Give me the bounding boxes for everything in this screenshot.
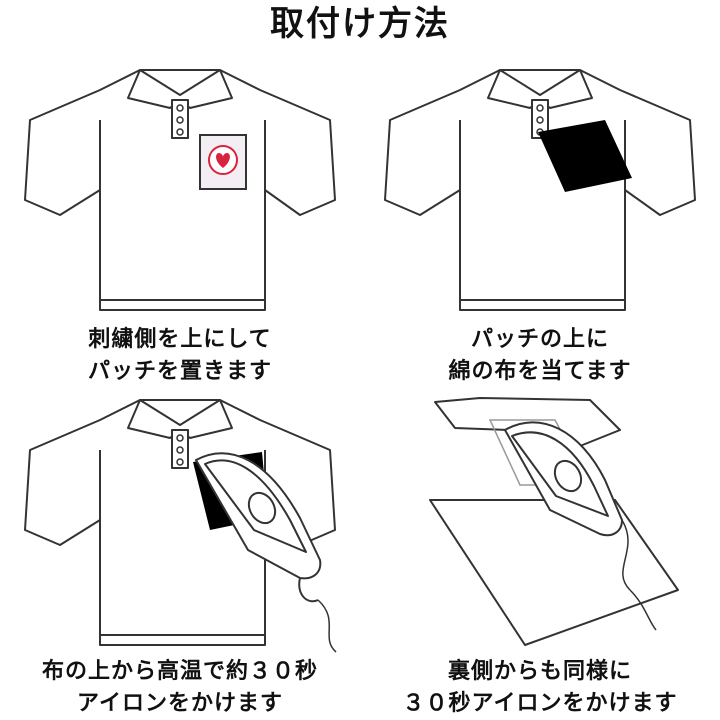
step-2-panel: パッチの上に 綿の布を当てます	[360, 50, 720, 390]
step-3-caption: 布の上から高温で約３０秒 アイロンをかけます	[0, 656, 360, 720]
caption-line: アイロンをかけます	[77, 691, 283, 716]
iron-icon	[195, 452, 337, 653]
page-title: 取付け方法	[270, 4, 450, 44]
caption-line: ３０秒アイロンをかけます	[402, 691, 678, 716]
step-2-caption: パッチの上に 綿の布を当てます	[360, 324, 720, 388]
step-4-caption: 裏側からも同様に ３０秒アイロンをかけます	[360, 656, 720, 720]
shirt-collar	[127, 69, 233, 109]
cotton-cloth	[538, 120, 632, 192]
shirt-collar	[487, 69, 593, 109]
iron-on-reverse-illustration	[429, 397, 679, 646]
shirt-with-patch-illustration	[24, 69, 336, 311]
step-4-panel: 裏側からも同様に ３０秒アイロンをかけます	[360, 390, 720, 720]
caption-line: 布の上から高温で約３０秒	[41, 659, 318, 684]
caption-line: 裏側からも同様に	[447, 659, 632, 684]
iron-icon	[504, 421, 657, 631]
step-1-panel: 刺繍側を上にして パッチを置きます	[0, 50, 360, 390]
step-1-caption: 刺繍側を上にして パッチを置きます	[0, 324, 360, 388]
iron-on-shirt-illustration	[24, 399, 337, 653]
caption-line: 刺繍側を上にして	[88, 327, 272, 352]
step-3-panel: 布の上から高温で約３０秒 アイロンをかけます	[0, 390, 360, 720]
shirt-with-cloth-illustration	[384, 69, 696, 311]
caption-line: 綿の布を当てます	[448, 359, 632, 384]
caption-line: パッチの上に	[470, 327, 609, 352]
shirt-body	[384, 69, 696, 311]
caption-line: パッチを置きます	[87, 359, 272, 384]
shirt-body	[24, 69, 336, 311]
folded-shirt-body	[429, 499, 679, 646]
shirt-collar	[127, 399, 233, 439]
heart-icon	[216, 153, 230, 168]
